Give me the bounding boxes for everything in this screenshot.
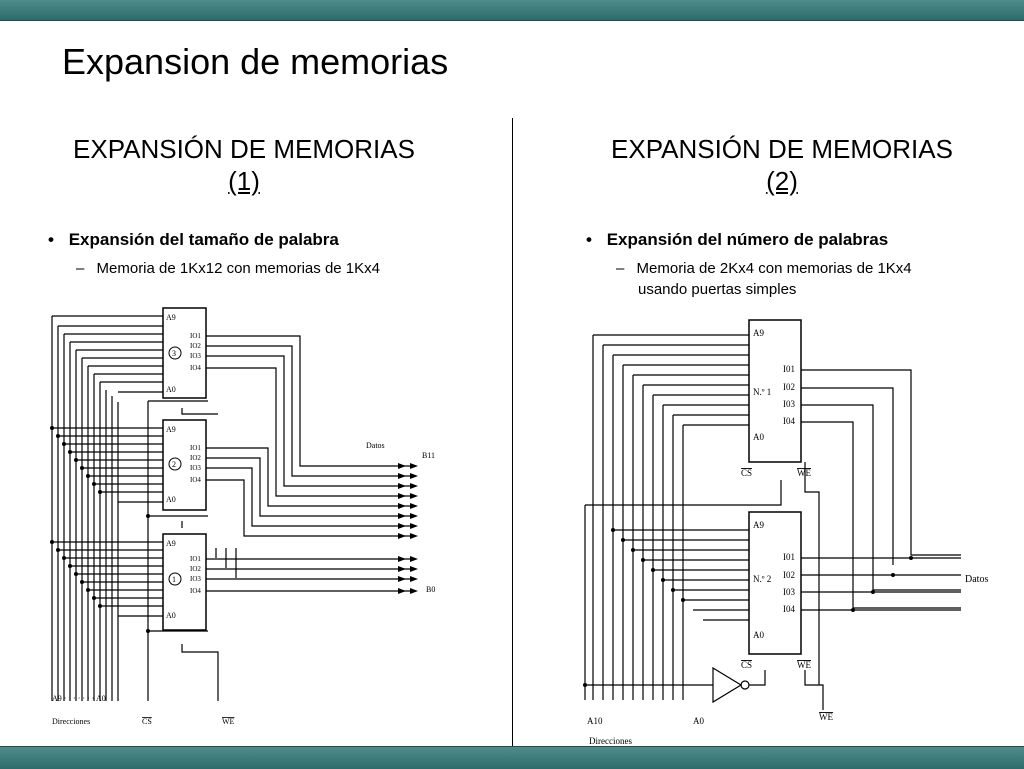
rchip2-name: N.º 2 [753,574,771,584]
rchip1-cs: CS [741,468,752,478]
rchip2-io3: I03 [783,587,795,597]
chip3-id: 3 [172,349,176,358]
left-bullet-mark: • [48,230,54,249]
chip2-addr-top: A9 [166,425,176,434]
rchip2-addr-top: A9 [753,520,764,530]
bottom-bar [0,746,1024,769]
right-heading-text: EXPANSIÓN DE MEMORIAS [611,134,953,164]
chip1-io3: IO3 [190,575,201,583]
chip2-io1: IO1 [190,444,201,452]
chip3-addr-bottom: A0 [166,385,176,394]
chip2-io3: IO3 [190,464,201,472]
left-cs-label: CS [142,717,152,726]
left-heading-text: EXPANSIÓN DE MEMORIAS [73,134,415,164]
left-chip-3: A9 A0 3 IO1 IO2 IO3 IO4 [162,307,207,399]
right-heading: EXPANSIÓN DE MEMORIAS (2) [582,133,982,197]
chip3-io3: IO3 [190,352,201,360]
right-bullet-text: Expansión del número de palabras [606,230,889,249]
left-we-label: WE [222,717,235,726]
left-b0-label: B0 [426,585,435,594]
chip3-io4: IO4 [190,364,201,372]
right-junctions [583,528,913,687]
chip3-io1: IO1 [190,332,201,340]
rchip2-io2: I02 [783,570,795,580]
left-datos-label: Datos [366,441,385,450]
right-sub-line2: usando puertas simples [638,281,797,298]
rchip2-io1: I01 [783,552,795,562]
chip2-io2: IO2 [190,454,201,462]
left-addr-range: A9 · · · · · · · A0 [52,694,106,703]
left-bullet: • Expansión del tamaño de palabra [48,230,339,250]
chip1-io1: IO1 [190,555,201,563]
right-sub-mark: – [616,260,625,277]
left-wires [51,315,410,701]
chip2-io4: IO4 [190,476,201,484]
rchip2-cs: CS [741,660,752,670]
rchip1-name: N.º 1 [753,387,771,397]
rchip1-io1: I01 [783,364,795,374]
right-chip-2: A9 A0 N.º 2 I01 I02 I03 I04 CS WE [741,511,811,670]
chip2-id: 2 [172,460,176,469]
rchip1-addr-bottom: A0 [753,432,764,442]
left-circuit-diagram: A9 A0 3 IO1 IO2 IO3 IO4 A9 A0 2 IO1 IO2 … [50,307,435,726]
right-we-label: WE [819,712,833,722]
right-direcciones: Direcciones [589,736,632,746]
rchip1-io2: I02 [783,382,795,392]
left-heading-number: (1) [228,166,260,196]
left-b11-label: B11 [422,451,435,460]
top-bar [0,0,1024,21]
rchip1-io3: I03 [783,399,795,409]
right-chip-1: A9 A0 N.º 1 I01 I02 I03 I04 CS WE [741,319,811,478]
rchip2-addr-bottom: A0 [753,630,764,640]
left-direcciones: Direcciones [52,717,90,726]
right-bullet-mark: • [586,230,592,249]
rchip2-we: WE [797,660,811,670]
left-heading: EXPANSIÓN DE MEMORIAS (1) [44,133,444,197]
chip1-id: 1 [172,575,176,584]
chip3-io2: IO2 [190,342,201,350]
right-heading-number: (2) [766,166,798,196]
left-chip-2: A9 A0 2 IO1 IO2 IO3 IO4 [162,419,207,511]
left-sub-text: Memoria de 1Kx12 con memorias de 1Kx4 [96,260,380,277]
rchip1-we: WE [797,468,811,478]
left-data-arrows [398,463,418,594]
chip1-addr-top: A9 [166,539,176,548]
rchip2-io4: I04 [783,604,795,614]
right-subbullet: – Memoria de 2Kx4 con memorias de 1Kx4 u… [616,258,912,300]
chip1-addr-bottom: A0 [166,611,176,620]
right-a10-label: A10 [587,716,603,726]
left-bullet-text: Expansión del tamaño de palabra [68,230,339,249]
chip1-io4: IO4 [190,587,201,595]
left-subbullet: – Memoria de 1Kx12 con memorias de 1Kx4 [76,258,380,279]
rchip1-io4: I04 [783,416,795,426]
rchip1-addr-top: A9 [753,328,764,338]
right-datos-label: Datos [965,574,988,585]
chip2-addr-bottom: A0 [166,495,176,504]
left-junctions [50,426,150,633]
right-wires [584,334,961,710]
panel-divider [512,118,513,746]
right-sub-line1: Memoria de 2Kx4 con memorias de 1Kx4 [636,260,912,277]
right-bullet: • Expansión del número de palabras [586,230,888,250]
chip3-addr-top: A9 [166,313,176,322]
left-chip-1: A9 A0 1 IO1 IO2 IO3 IO4 [162,533,207,631]
right-circuit-diagram: A9 A0 N.º 1 I01 I02 I03 I04 CS WE A9 A0 … [583,319,988,746]
left-sub-mark: – [76,260,85,277]
slide-title: Expansion de memorias [62,41,449,82]
chip1-io2: IO2 [190,565,201,573]
right-a0-label: A0 [693,716,704,726]
